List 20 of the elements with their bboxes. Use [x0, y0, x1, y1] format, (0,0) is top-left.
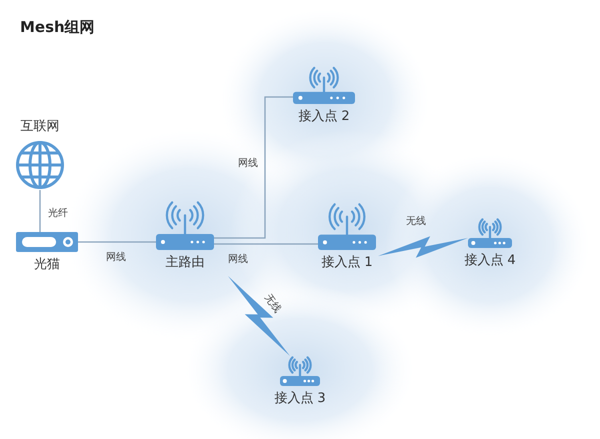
node-label: 接入点 1	[321, 254, 373, 272]
cable-line	[214, 96, 293, 239]
edge-label: 无线	[406, 216, 426, 228]
node-label: 接入点 2	[298, 108, 350, 126]
diagram-title: Mesh组网	[20, 18, 95, 37]
lightning-bolt	[228, 276, 290, 356]
node-label: 接入点 3	[274, 390, 326, 408]
edge-label: 光纤	[48, 208, 68, 220]
edge-label: 网线	[106, 252, 126, 264]
node-label: 光猫	[34, 256, 60, 274]
edge-label: 网线	[238, 158, 258, 170]
node-label: 互联网	[20, 118, 60, 136]
cable-line	[78, 241, 156, 243]
lightning-bolt	[378, 236, 468, 258]
cable-line	[214, 243, 318, 245]
node-label: 主路由	[166, 254, 204, 272]
edge-label: 网线	[228, 254, 248, 266]
cable-line	[39, 190, 41, 232]
node-label: 接入点 4	[464, 252, 516, 270]
edge-label: 无线	[261, 292, 283, 316]
